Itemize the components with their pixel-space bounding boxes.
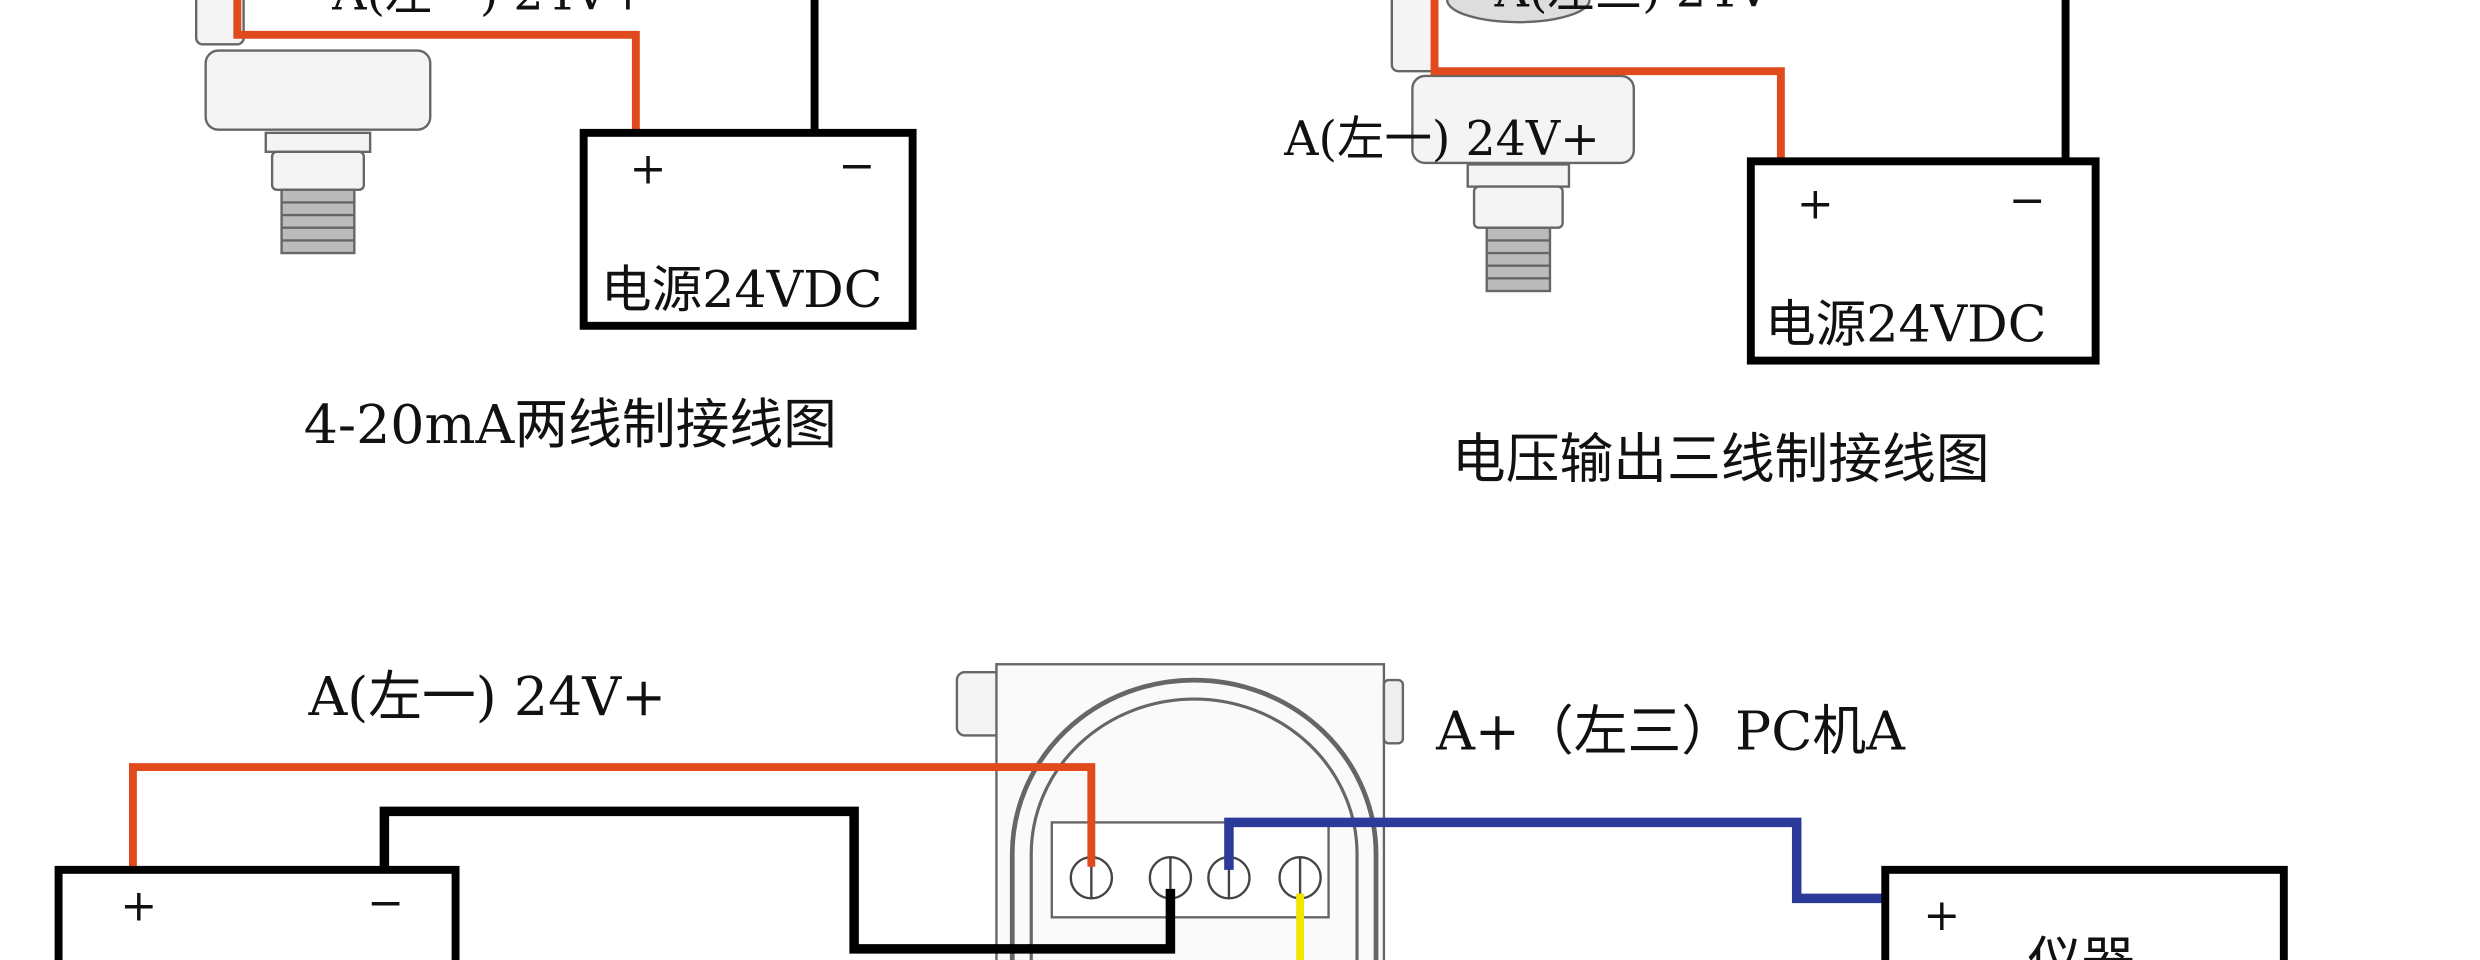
pc-a-label: A+（左三）PC机A: [1435, 700, 1906, 763]
three-wire-diagram: A(左三) 24V A(左一) 24V+ + − 电源24VDC 电压输出三线制…: [1283, 0, 2100, 491]
plus-terminal: +: [120, 880, 157, 931]
minus-terminal: −: [367, 877, 404, 928]
two-wire-caption: 4-20mA两线制接线图: [304, 393, 837, 456]
power-supply-box: [54, 865, 460, 960]
pressure-sensor-icon: [194, 0, 432, 255]
instrument-label: 仪器: [2028, 931, 2136, 960]
instrument-plus-terminal: +: [1923, 890, 1960, 941]
a-terminal-label: A(左一) 24V+: [1283, 112, 1600, 167]
plus-terminal: +: [630, 143, 667, 194]
minus-terminal: −: [2009, 175, 2046, 226]
red-wire: [233, 0, 640, 133]
minus-terminal: −: [838, 140, 875, 191]
two-wire-top-label: A(左一) 24V+: [331, 0, 648, 21]
power-supply-box: [1746, 157, 2100, 365]
three-wire-caption: 电压输出三线制接线图: [1452, 428, 1990, 491]
plus-terminal: +: [1797, 178, 1834, 229]
black-wire: [379, 806, 1176, 954]
power-supply-box: [579, 128, 917, 330]
rs485-diagram: A(左一) 24V+ A+（左三）PC机A + − + 仪器: [54, 663, 2288, 960]
a-terminal-label: A(左一) 24V+: [307, 665, 666, 728]
pressure-sensor-icon: [1390, 0, 1635, 293]
blue-wire: [1224, 817, 1886, 904]
red-wire: [1430, 0, 1785, 162]
terminal-housing-icon: [955, 663, 1405, 960]
two-wire-diagram: A(左一) 24V+ + − 电源24VDC 4-20mA两线制接线图: [194, 0, 917, 456]
power-label: 电源24VDC: [601, 260, 882, 319]
three-wire-top-label: A(左三) 24V: [1494, 0, 1772, 18]
instrument-box: [1881, 865, 2288, 960]
power-label: 电源24VDC: [1765, 295, 2046, 354]
red-wire: [128, 763, 1096, 874]
